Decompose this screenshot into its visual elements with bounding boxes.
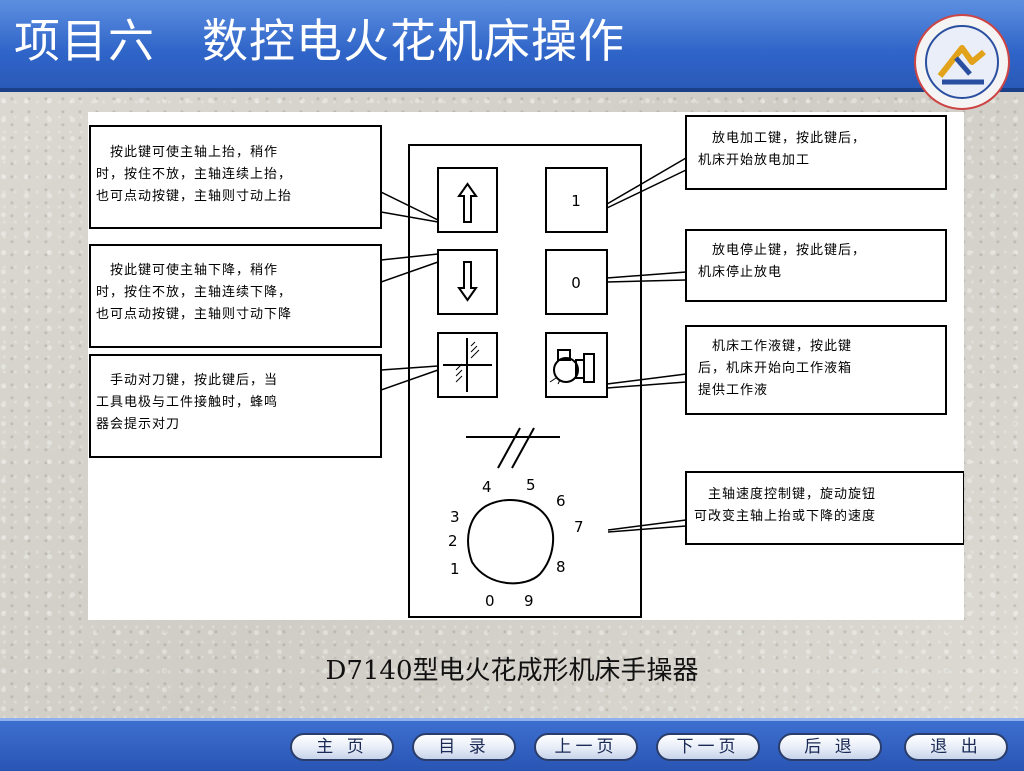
dial-number-9: 9	[524, 592, 534, 610]
annotation-discharge-start: 放电加工键，按此键后， 机床开始放电加工	[698, 131, 867, 168]
annotation-box-spindle-up	[89, 125, 382, 229]
back-button[interactable]: 后 退	[778, 733, 882, 761]
exit-button[interactable]: 退 出	[904, 733, 1008, 761]
navigation-bar: 主 页 目 录 上一页 下一页 后 退 退 出	[0, 718, 1024, 771]
previous-page-button[interactable]: 上一页	[534, 733, 638, 761]
annotation-box-discharge-stop	[685, 229, 947, 302]
crosshair-icon	[443, 338, 492, 392]
discharge-stop-key-label: 0	[571, 274, 581, 292]
annotation-box-spindle-down	[89, 244, 382, 348]
annotation-box-pump	[685, 325, 947, 415]
annotation-tool-align: 手动对刀键，按此键后，当 工具电极与工件接触时，蜂鸣 器会提示对刀	[96, 373, 279, 432]
title-bar	[0, 0, 1024, 88]
dial-number-0: 0	[485, 592, 495, 610]
dial-number-6: 6	[556, 492, 566, 510]
annotation-box-tool-align	[89, 354, 382, 458]
dial-number-5: 5	[526, 476, 536, 494]
annotation-spindle-down: 按此键可使主轴下降，稍作 时，按住不放，主轴连续下降， 也可点动按键，主轴则寸动…	[96, 263, 293, 322]
home-button[interactable]: 主 页	[290, 733, 394, 761]
pump-icon	[549, 349, 595, 385]
dial-number-3: 3	[450, 508, 460, 526]
operator-panel-figure: 1 0 0 1 2 3 4 5 6 7 8 9	[88, 112, 965, 620]
title-bar-divider	[0, 88, 1024, 92]
leader-lines	[380, 157, 687, 533]
discharge-start-key[interactable]	[545, 167, 608, 233]
arrow-down-icon	[457, 261, 478, 302]
annotation-box-discharge-start	[685, 115, 947, 190]
logo-emblem	[914, 14, 1010, 110]
arrow-up-icon	[457, 182, 478, 223]
discharge-start-key-label: 1	[571, 192, 581, 210]
dial-number-2: 2	[448, 532, 458, 550]
figure-caption: D7140型电火花成形机床手操器	[325, 656, 699, 686]
next-page-button[interactable]: 下一页	[656, 733, 760, 761]
dial-number-1: 1	[450, 560, 460, 578]
dial-number-8: 8	[556, 558, 566, 576]
page-title: 项目六 数控电火花机床操作	[14, 14, 625, 68]
dial-number-4: 4	[482, 478, 492, 496]
annotation-spindle-up: 按此键可使主轴上抬，稍作 时，按住不放，主轴连续上抬， 也可点动按键，主轴则寸动…	[96, 145, 293, 204]
contents-button[interactable]: 目 录	[412, 733, 516, 761]
dial-number-7: 7	[574, 518, 584, 536]
annotation-discharge-stop: 放电停止键，按此键后， 机床停止放电	[698, 243, 867, 280]
speed-knob[interactable]	[466, 427, 560, 585]
panel-diagram: 1 0 0 1 2 3 4 5 6 7 8 9	[89, 115, 965, 618]
annotation-speed-knob: 主轴速度控制键，旋动旋钮 可改变主轴上抬或下降的速度	[694, 487, 877, 524]
spindle-down-key[interactable]	[437, 249, 498, 315]
annotation-pump: 机床工作液键，按此键 后，机床开始向工作液箱 提供工作液	[698, 339, 853, 398]
